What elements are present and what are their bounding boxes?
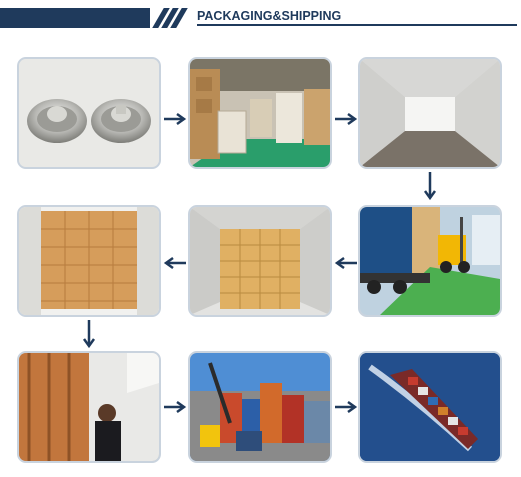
warehouse-photo: [188, 57, 332, 169]
arrow-right-2: [334, 112, 358, 126]
arrow-down-2: [82, 319, 96, 349]
loaded-container-photo: [188, 205, 332, 317]
arrow-left-1: [163, 256, 187, 270]
arrow-right-3: [163, 400, 187, 414]
arrow-right-1: [163, 112, 187, 126]
container-loading-photo: [358, 205, 502, 317]
arrow-down-1: [423, 171, 437, 201]
section-title: PACKAGING&SHIPPING: [197, 9, 342, 23]
header-bar: [0, 8, 150, 28]
header-underline: [197, 24, 517, 26]
cargo-ship-photo: [358, 351, 502, 463]
container-sealing-photo: [17, 351, 161, 463]
empty-container-photo: [358, 57, 502, 169]
container-yard-photo: [188, 351, 332, 463]
arrow-left-2: [334, 256, 358, 270]
product-photo-aerosol-cups: [17, 57, 161, 169]
container-doors-open-photo: [17, 205, 161, 317]
arrow-right-4: [334, 400, 358, 414]
